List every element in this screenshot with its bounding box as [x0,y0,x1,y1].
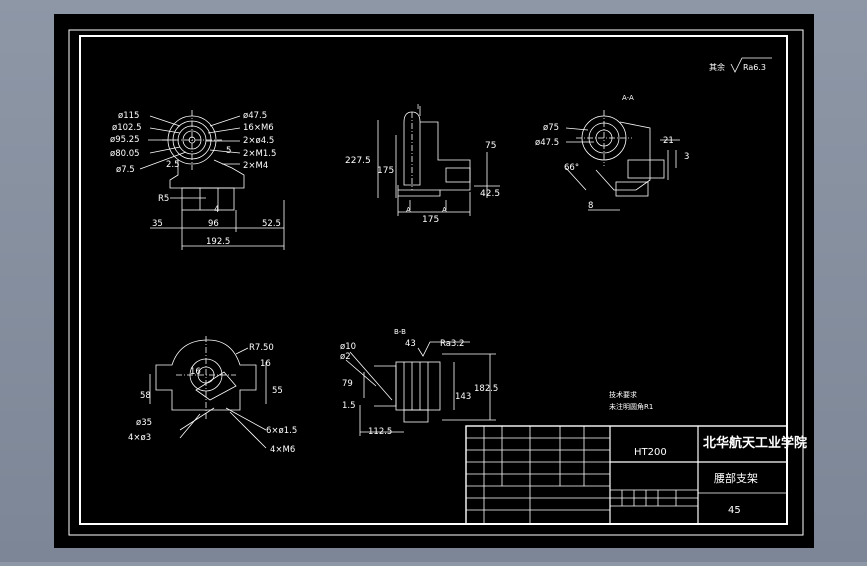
dim: ø7.5 [116,165,135,175]
dim: 6×ø1.5 [266,426,297,436]
dim: 8 [588,201,593,211]
dim: 175 [377,166,394,176]
dim: ø35 [136,418,152,428]
dim: ø47.5 [243,111,267,121]
dim: ø2 [340,352,351,362]
dim: ø115 [118,111,139,121]
top-view-dims: R7.50 16 16 58 55 ø35 4×ø3 6×ø1.5 4×M6 [128,343,297,455]
dim: 227.5 [345,156,371,166]
dim: Ra3.2 [440,339,464,349]
roughness-note: 其余 Ra6.3 [709,57,772,73]
dim: 192.5 [206,237,230,247]
dim: 21 [663,136,674,146]
side-view [377,106,500,216]
section-label: A [442,206,447,214]
dim: 4×M6 [270,445,295,455]
section-bb-dims: B-B ø10 ø2 43 Ra3.2 79 1.5 182.5 143 112… [340,328,498,437]
dim: 4×ø3 [128,433,151,443]
dim: 55 [272,386,283,396]
dim: 175 [422,215,439,225]
title-block [465,425,788,525]
dim: ø80.05 [110,149,140,159]
technical-notes: 技术要求 未注明圆角R1 [609,390,653,411]
title-block-text: HT200 北华航天工业学院 腰部支架 45 [634,435,807,516]
section-label: A [406,206,411,214]
section-mark: I [417,103,419,111]
dim: 2.5 [166,160,180,170]
dim: 75 [485,141,496,151]
dim: ø102.5 [112,123,142,133]
material: HT200 [634,447,667,458]
roughness-symbol-icon [730,57,772,73]
dim: 2×ø4.5 [243,136,274,146]
front-view [139,110,285,250]
dim: 16 [190,367,201,377]
front-view-dims: ø115 ø102.5 ø95.25 ø80.05 ø7.5 ø47.5 16×… [110,111,281,247]
outer-frame [68,29,804,536]
school-name: 北华航天工业学院 [703,435,807,451]
dim: ø47.5 [535,138,559,148]
dim: 5 [226,146,231,156]
scale-value: 45 [728,505,741,516]
dim: 42.5 [480,189,500,199]
section-aa-view [565,110,680,211]
roughness-prefix: 其余 [709,62,725,72]
roughness-value: Ra6.3 [743,63,766,72]
notes-title: 技术要求 [609,390,637,399]
dim: 58 [140,391,151,401]
front-base [181,187,235,211]
dim: 2×M4 [243,161,268,171]
dim: 16 [260,359,271,369]
dim: 66° [564,163,579,173]
dim: 112.5 [368,427,392,437]
dim: 79 [342,379,353,389]
inner-frame [79,35,788,525]
side-view-dims: I 227.5 175 75 42.5 175 A A [345,103,500,225]
notes-line: 未注明圆角R1 [609,402,653,411]
dim: 16×M6 [243,123,274,133]
title-block-frame [465,425,788,525]
section-bb-view [345,341,496,436]
dim: 35 [152,219,163,229]
top-body [155,339,257,411]
dim: 1.5 [342,401,356,411]
aa-arm [595,121,651,191]
dim: ø95.25 [110,135,140,145]
dim: 96 [208,219,219,229]
section-title: A-A [622,94,634,102]
dim: 3 [684,152,689,162]
dim: ø10 [340,342,356,352]
paper-background [54,14,814,548]
top-view [149,336,267,449]
dim: 2×M1.5 [243,149,276,159]
dim: 43 [405,339,416,349]
dim: ø75 [543,123,559,133]
bb-roughness-icon [417,341,470,357]
part-name: 腰部支架 [714,471,758,485]
dim: 4 [214,205,219,215]
dim: 52.5 [262,219,281,229]
dim: 143 [455,392,471,402]
dim: 182.5 [474,384,498,394]
section-aa-dims: A-A ø75 ø47.5 66° 21 3 8 [535,94,689,211]
dim: R5 [158,194,169,204]
section-title: B-B [394,328,406,336]
dim: R7.50 [249,343,274,353]
